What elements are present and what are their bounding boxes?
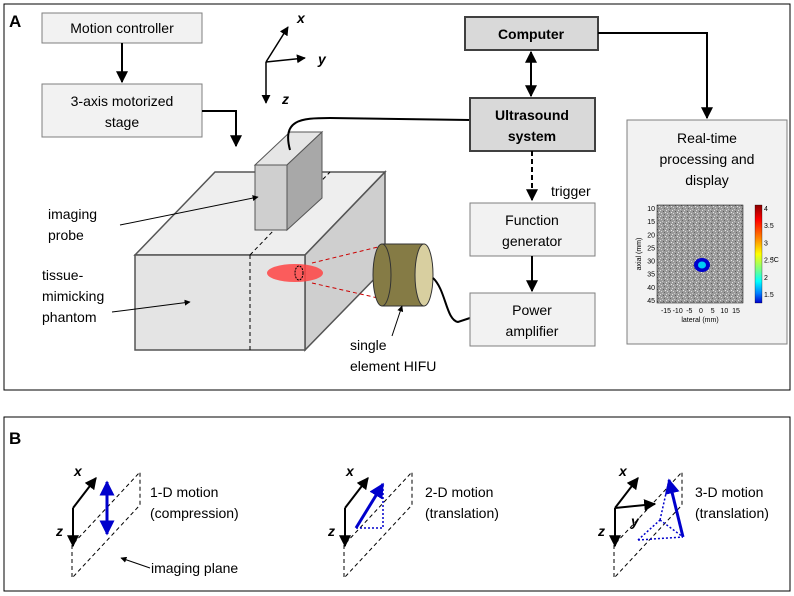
motion-2d: x z 2-D motion (translation): [327, 463, 499, 580]
axis-y-label: y: [317, 51, 327, 67]
b2-motion-arrow: [354, 482, 385, 529]
ultrasound-label-1: Ultrasound: [495, 107, 569, 123]
pa-label-1: Power: [512, 302, 552, 318]
heat-core: [698, 261, 706, 269]
display-label-3: display: [685, 172, 729, 188]
phantom-label-3: phantom: [42, 309, 96, 325]
axis-z-label: z: [281, 91, 289, 107]
c-tick-1: 3.5: [764, 223, 774, 230]
b2-motion-line1: 2-D motion: [425, 484, 493, 500]
beam-lower: [311, 282, 379, 299]
power-amplifier-box: [469, 292, 596, 347]
b2-x-label: x: [345, 463, 355, 479]
b3-motion-arrow: [664, 478, 685, 538]
b3-x-label: x: [618, 463, 628, 479]
c-tick-4: 2: [764, 275, 768, 282]
ultrasound-label-2: system: [508, 128, 556, 144]
panel-b-label: B: [9, 429, 21, 448]
display-label-1: Real-time: [677, 130, 737, 146]
fg-label-2: generator: [502, 233, 562, 249]
y-tick-0: 10: [647, 206, 655, 213]
hifu-pointer: [391, 305, 404, 337]
focal-spot: [267, 264, 323, 282]
y-tick-7: 45: [647, 298, 655, 305]
computer-box: [464, 16, 599, 51]
panel-b-frame: [3, 416, 791, 592]
probe-cable: [287, 116, 471, 151]
y-tick-6: 40: [647, 285, 655, 292]
x-tick-1: -10: [673, 308, 683, 315]
hifu-cable: [432, 277, 471, 324]
b3-motion-line1: 3-D motion: [695, 484, 763, 500]
phantom-label-2: mimicking: [42, 288, 104, 304]
focal-marker: [294, 265, 304, 281]
x-tick-2: -5: [686, 308, 692, 315]
probe-pointer: [119, 195, 259, 226]
stage-label-1: 3-axis motorized: [71, 93, 174, 109]
thermal-image: 10 15 20 25 30 35 40 45 -15-10-5 0 5 10 15 4 3.5 3 2.5…: [636, 204, 779, 324]
phantom-label-1: tissue-: [42, 267, 84, 283]
hifu-label-2: element HIFU: [350, 358, 436, 374]
trigger-label: trigger: [551, 183, 591, 199]
c-tick-0: 4: [764, 206, 768, 213]
y-tick-2: 20: [647, 232, 655, 239]
b1-motion-line1: 1-D motion: [150, 484, 218, 500]
x-tick-5: 10: [720, 308, 728, 315]
c-tick-2: 3: [764, 240, 768, 247]
computer-label: Computer: [498, 26, 565, 42]
b2-motion-line2: (translation): [425, 505, 499, 521]
ultrasound-box: [469, 97, 596, 152]
display-label-2: processing and: [660, 151, 755, 167]
c-tick-3: 2.5: [764, 258, 774, 265]
c-tick-5: 1.5: [764, 292, 774, 299]
probe-label-1: imaging: [48, 206, 97, 222]
beam-upper: [311, 246, 379, 264]
b2-z-label: z: [327, 523, 335, 539]
x-ticks: -15-10-5 0 5 10 15: [661, 308, 740, 315]
motion-3d: x z y 3-D motion (translation): [597, 463, 769, 580]
b1-x-label: x: [73, 463, 83, 479]
b3-z-label: z: [597, 523, 605, 539]
axes-top: x y z: [261, 10, 327, 107]
c-ticks: 4 3.5 3 2.5 2 1.5: [764, 206, 774, 299]
imaging-plane-pointer: [120, 556, 151, 569]
colorbar-unit: °C: [771, 256, 779, 264]
arrow-stage-probe: [202, 110, 242, 148]
b1-motion-line2: (compression): [150, 505, 239, 521]
fg-label-1: Function: [505, 212, 559, 228]
hifu-label-1: single: [350, 337, 387, 353]
y-ticks: 10 15 20 25 30 35 40 45: [647, 206, 655, 305]
arrow-computer-display: [598, 32, 713, 120]
panel-a-label: A: [9, 12, 21, 31]
stage-label-2: stage: [105, 114, 139, 130]
b3-motion-line2: (translation): [695, 505, 769, 521]
imaging-probe: [253, 130, 324, 232]
imaging-plane-label: imaging plane: [151, 560, 238, 576]
motion-controller-label: Motion controller: [70, 20, 174, 36]
x-tick-3: 0: [699, 308, 703, 315]
probe-label-2: probe: [48, 227, 84, 243]
y-tick-3: 25: [647, 245, 655, 252]
hifu-transducer: [372, 243, 434, 307]
pa-label-2: amplifier: [506, 323, 559, 339]
colorbar: [754, 204, 763, 304]
x-tick-0: -15: [661, 308, 671, 315]
y-tick-5: 35: [647, 272, 655, 279]
display-xlabel: lateral (mm): [681, 317, 718, 324]
x-tick-6: 15: [732, 308, 740, 315]
y-tick-4: 30: [647, 259, 655, 266]
motion-1d: x z 1-D motion (compression) imaging pla…: [55, 463, 239, 580]
b3-y-label: y: [630, 513, 640, 529]
b1-z-label: z: [55, 523, 63, 539]
y-tick-1: 15: [647, 219, 655, 226]
phantom-pointer: [111, 299, 191, 313]
panel-a-frame: [3, 3, 791, 391]
axis-x-label: x: [296, 10, 306, 26]
display-ylabel: axial (mm): [636, 238, 643, 271]
function-generator-box: [469, 202, 596, 257]
x-tick-4: 5: [711, 308, 715, 315]
bmode-image: [656, 204, 744, 304]
